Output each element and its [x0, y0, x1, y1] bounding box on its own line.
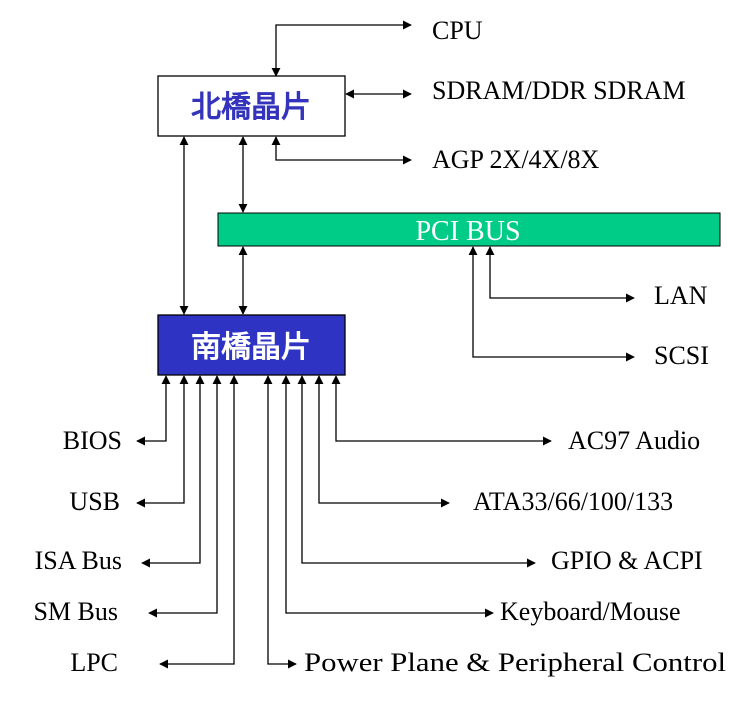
pci-links: [468, 246, 635, 362]
lpc-label: LPC: [70, 648, 118, 677]
isa-label: ISA Bus: [35, 546, 122, 575]
gpio-label: GPIO & ACPI: [551, 546, 703, 575]
sdram-label: SDRAM/DDR SDRAM: [432, 76, 686, 105]
cpu-connector: [271, 20, 412, 77]
scsi-label: SCSI: [654, 341, 709, 370]
lpc-connector: [159, 375, 239, 669]
agp-label: AGP 2X/4X/8X: [432, 145, 600, 174]
southbridge-rect: [157, 314, 346, 376]
smbus-label: SM Bus: [33, 597, 118, 626]
southbridge-label: 南橋晶片: [191, 330, 311, 365]
smbus-connector: [148, 375, 222, 618]
ata-connector: [314, 375, 450, 508]
usb-connector: [136, 375, 189, 508]
southbridge-box: 南橋晶片: [157, 314, 346, 376]
power-connector: [263, 375, 297, 669]
isa-connector: [141, 375, 205, 568]
pci-bus-label: PCI BUS: [415, 216, 520, 247]
ac97-connector: [331, 375, 552, 446]
bridge-interconnects: [179, 136, 248, 315]
power-label: Power Plane & Peripheral Control: [304, 648, 726, 677]
bios-label: BIOS: [63, 426, 122, 455]
northbridge-rect: [157, 75, 346, 137]
pci-bus: PCI BUS: [217, 212, 721, 247]
gpio-connector: [297, 375, 536, 568]
ata-label: ATA33/66/100/133: [473, 487, 673, 516]
northbridge-links: [271, 20, 412, 165]
lan-connector: [485, 246, 635, 303]
northbridge-label: 北橋晶片: [191, 90, 311, 125]
agp-connector: [271, 136, 412, 165]
cpu-label: CPU: [432, 16, 483, 45]
keyboard-label: Keyboard/Mouse: [500, 597, 681, 626]
northbridge-box: 北橋晶片: [157, 75, 346, 137]
scsi-connector: [468, 246, 635, 362]
usb-label: USB: [69, 487, 120, 516]
ac97-label: AC97 Audio: [568, 426, 700, 455]
lan-label: LAN: [654, 281, 708, 310]
keyboard-connector: [281, 375, 494, 618]
southbridge-left-links: [136, 375, 239, 669]
bios-connector: [136, 375, 171, 446]
southbridge-right-links: [263, 375, 552, 669]
pci-bus-bar: [217, 212, 721, 247]
